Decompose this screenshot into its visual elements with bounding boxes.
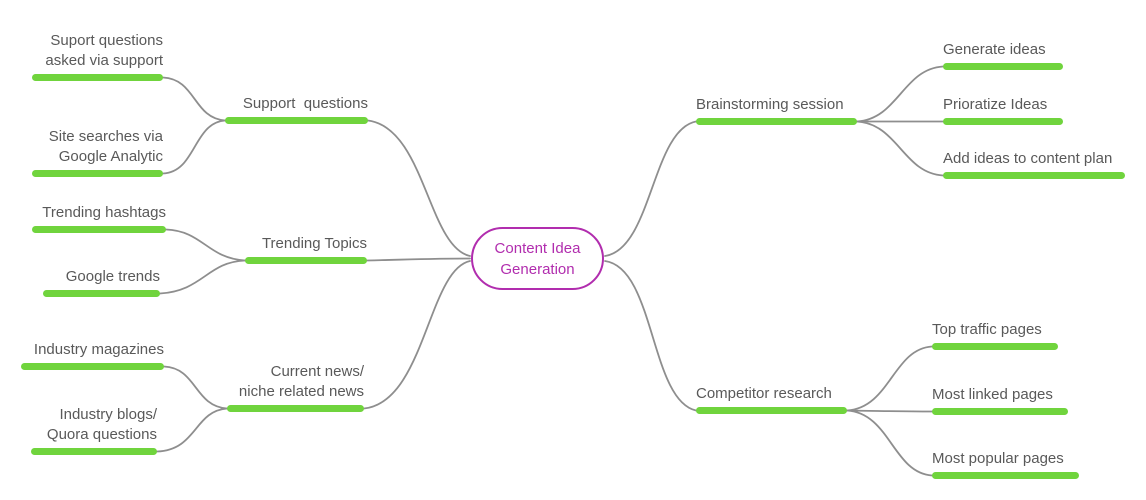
node-label: Competitor research [696,385,832,402]
node-bar [943,172,1125,179]
node-label: Brainstorming session [696,96,844,113]
node-top-traffic-pages[interactable]: Top traffic pages [932,321,1058,350]
node-label: Add ideas to content plan [943,150,1113,167]
node-label: Most linked pages [932,386,1053,403]
node-label: Most popular pages [932,450,1064,467]
node-bar [245,257,367,264]
node-trending-topics[interactable]: Trending Topics [245,235,367,264]
node-label: Google trends [65,268,160,285]
node-support-questions[interactable]: Support questions [225,95,368,124]
node-generate-ideas[interactable]: Generate ideas [943,41,1063,70]
node-bar [932,472,1079,479]
node-bar [932,343,1058,350]
node-bar [21,363,164,370]
node-bar [227,405,364,412]
node-bar [225,117,368,124]
node-label: Current news/niche related news [238,363,364,400]
node-google-trends[interactable]: Google trends [43,268,160,297]
node-bar [943,118,1063,125]
node-most-linked-pages[interactable]: Most linked pages [932,386,1068,415]
node-bar [696,407,847,414]
node-add-ideas-to-content-plan[interactable]: Add ideas to content plan [943,150,1125,179]
node-label: Trending Topics [261,235,367,252]
center-label-line2: Generation [500,260,575,278]
center-label-line1: Content Idea [494,239,581,257]
node-label: Industry magazines [33,341,164,358]
node-label: Generate ideas [943,41,1046,58]
node-most-popular-pages[interactable]: Most popular pages [932,450,1079,479]
node-industry-blogs-quora-questions[interactable]: Industry blogs/Quora questions [31,406,157,455]
node-brainstorming-session[interactable]: Brainstorming session [696,96,857,125]
node-label: Trending hashtags [42,204,166,221]
node-bar [31,448,157,455]
node-trending-hashtags[interactable]: Trending hashtags [32,204,166,233]
node-bar [932,408,1068,415]
node-bar [32,226,166,233]
node-label: Prioratize Ideas [943,96,1048,113]
node-industry-magazines[interactable]: Industry magazines [21,341,164,370]
node-label: Top traffic pages [932,321,1042,338]
node-prioratize-ideas[interactable]: Prioratize Ideas [943,96,1063,125]
node-label: Support questions [242,95,368,112]
node-bar [696,118,857,125]
node-bar [32,74,163,81]
node-label: Industry blogs/Quora questions [46,406,157,443]
node-bar [32,170,163,177]
node-competitor-research[interactable]: Competitor research [696,385,847,414]
node-bar [43,290,160,297]
node-bar [943,63,1063,70]
node-current-news-niche-related-news[interactable]: Current news/niche related news [227,363,364,412]
node-content-idea-generation[interactable]: Content Idea Generation [471,227,604,290]
